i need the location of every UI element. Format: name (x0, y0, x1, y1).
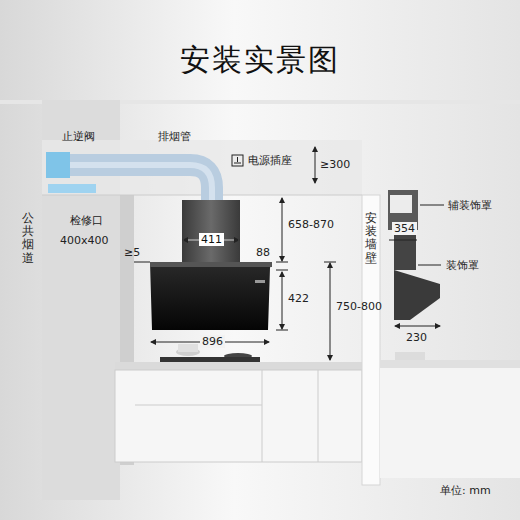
dimension: 230 (406, 331, 427, 344)
page-title: 安装实景图 (0, 40, 520, 81)
unit-note: 单位: mm (440, 484, 491, 497)
dimension: 896 (200, 335, 225, 348)
dimension: 88 (256, 246, 270, 259)
part-name: 公共烟道 (22, 212, 34, 265)
part-name: 安装墙壁 (365, 212, 377, 265)
dimension: ≥300 (320, 158, 350, 171)
part-name: 电源插座 (248, 154, 292, 167)
dimension: ≥5 (124, 246, 140, 259)
dimension: 411 (199, 233, 224, 246)
dimension: 354 (392, 222, 417, 235)
part-name: 装饰罩 (446, 259, 479, 272)
dimension: 400x400 (60, 234, 109, 247)
part-name: 辅装饰罩 (448, 199, 492, 212)
dimension: 750-800 (336, 300, 382, 313)
dimension: 658-870 (288, 218, 334, 231)
dimension: 422 (288, 292, 309, 305)
part-name: 排烟管 (158, 130, 191, 143)
part-name: 止逆阀 (62, 130, 95, 143)
part-name: 检修口 (70, 214, 103, 227)
